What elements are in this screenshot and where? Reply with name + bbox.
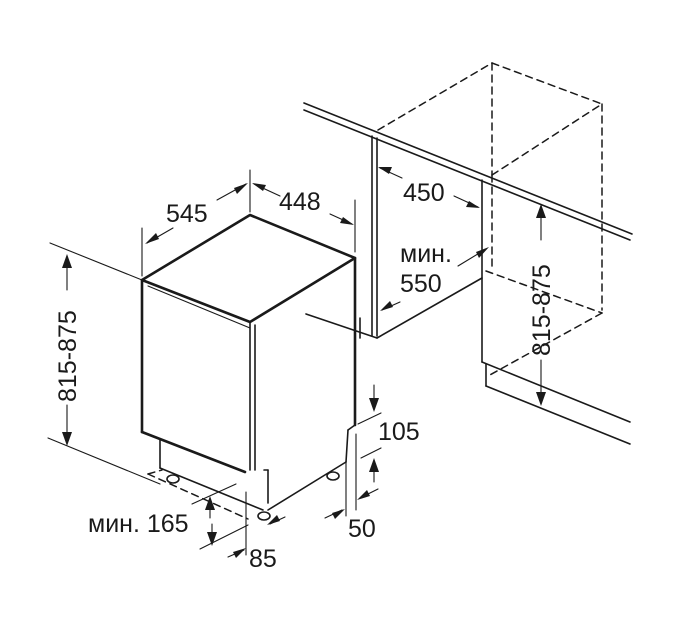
door-clearance-label: мин. 165 [88, 510, 189, 538]
dimension-niche-depth: мин. 550 [380, 240, 489, 311]
dimension-door-clearance: мин. 165 85 [88, 483, 286, 573]
width-label: 448 [279, 188, 321, 216]
dimension-depth: 545 [141, 169, 251, 277]
dimension-niche-width: 450 [378, 167, 480, 208]
niche-cabinet [303, 62, 633, 445]
dimension-plinth: 105 50 [324, 384, 420, 543]
dishwasher-body [140, 213, 357, 521]
niche-depth-prefix: мин. [400, 240, 452, 268]
niche-width-label: 450 [403, 179, 445, 207]
dimension-height-right: 815-875 [528, 204, 556, 406]
depth-label: 545 [166, 200, 208, 228]
plinth-height-label: 105 [378, 418, 420, 446]
foot-icon [166, 474, 180, 484]
foot-icon [257, 511, 271, 521]
foot-icon [326, 471, 340, 481]
plinth-depth-label: 50 [348, 515, 376, 543]
height-left-label: 815-875 [54, 310, 82, 402]
dimension-height-left: 815-875 [47, 242, 161, 485]
dimension-width: 448 [252, 183, 356, 253]
height-right-label: 815-875 [528, 264, 556, 356]
niche-depth-label: 550 [400, 270, 442, 298]
foot-offset-label: 85 [249, 545, 277, 573]
